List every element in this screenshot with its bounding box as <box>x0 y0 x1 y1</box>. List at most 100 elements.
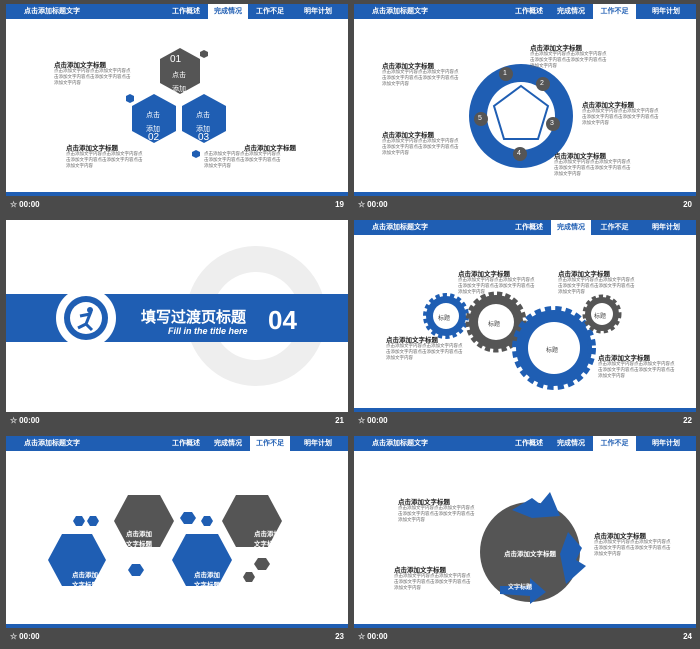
timing-value: 00:00 <box>19 200 40 209</box>
slide-canvas: 点击添加标题文字 工作概述 完成情况 工作不足 明年计划 点击添加文字标题 文字… <box>354 436 696 628</box>
star-icon: ☆ <box>10 416 18 425</box>
tab-shortcomings[interactable]: 工作不足 <box>250 436 290 451</box>
step-number: 3 <box>550 120 554 127</box>
header-title: 点击添加标题文字 <box>372 440 428 447</box>
hexagon-01 <box>160 48 200 94</box>
section-graphic <box>6 246 348 386</box>
slide-number: 22 <box>683 416 692 425</box>
tab-completion[interactable]: 完成情况 <box>214 440 242 447</box>
tab-next-year-plan[interactable]: 明年计划 <box>304 440 332 447</box>
section-number: 04 <box>268 305 297 335</box>
tab-completion[interactable]: 完成情况 <box>557 440 585 447</box>
tab-overview[interactable]: 工作概述 <box>515 8 543 15</box>
text-body: 点击添加文字内容点击添加文字内容点击添加文字内容点击添加文字内容点击添加文字内容 <box>530 51 607 68</box>
hex-03-number: 03 <box>198 132 210 143</box>
tab-shortcomings[interactable]: 工作不足 <box>593 436 636 451</box>
hexagon-02 <box>132 94 176 143</box>
hex-01-number: 01 <box>170 54 182 65</box>
slide-canvas: 点击添加标题文字 工作概述 完成情况 工作不足 明年计划 01 点击 添加 点击… <box>6 4 348 196</box>
text-body: 点击添加文字内容点击添加文字内容点击添加文字内容点击添加文字内容点击添加文字内容 <box>386 343 463 360</box>
hex-02-number: 02 <box>148 132 160 143</box>
text-body: 点击添加文字内容点击添加文字内容点击添加文字内容点击添加文字内容点击添加文字内容 <box>558 277 635 294</box>
slide-canvas: 填写过渡页标题 Fill in the title here 04 <box>6 220 348 412</box>
slide-timing: ☆00:00 <box>10 416 40 425</box>
tab-overview[interactable]: 工作概述 <box>172 440 200 447</box>
header-title: 点击添加标题文字 <box>24 440 80 447</box>
tab-shortcomings[interactable]: 工作不足 <box>593 4 636 19</box>
hex-label-line2: 文字标题 <box>194 582 220 589</box>
hex-01-add: 添加 <box>172 86 186 93</box>
text-title: 点击添加文字标题 <box>244 145 296 152</box>
text-body: 点击添加文字内容点击添加文字内容点击添加文字内容点击添加文字内容点击添加文字内容 <box>594 539 671 556</box>
text-title: 点击添加文字标题 <box>558 271 610 278</box>
step-number: 2 <box>540 80 544 87</box>
tab-next-year-plan[interactable]: 明年计划 <box>304 8 332 15</box>
text-title: 点击添加文字标题 <box>530 45 582 52</box>
hex-label-line1: 点击添加 <box>254 531 280 538</box>
hex-label-line2: 文字标题 <box>254 541 280 548</box>
gear-label: 标题 <box>546 348 559 354</box>
footer-line <box>6 624 348 628</box>
star-icon: ☆ <box>10 632 18 641</box>
tab-next-year-plan[interactable]: 明年计划 <box>652 8 680 15</box>
text-title: 点击添加文字标题 <box>398 499 450 506</box>
step-number: 1 <box>503 70 507 77</box>
text-title: 点击添加文字标题 <box>582 102 634 109</box>
hex-label-line2: 文字标题 <box>126 541 152 548</box>
tab-overview[interactable]: 工作概述 <box>172 8 200 15</box>
header-title: 点击添加标题文字 <box>372 224 428 231</box>
star-icon: ☆ <box>10 200 18 209</box>
hex-02-click: 点击 <box>146 112 160 119</box>
circular-arrows <box>480 492 586 604</box>
tab-overview[interactable]: 工作概述 <box>515 224 543 231</box>
text-body: 点击添加文字内容点击添加文字内容点击添加文字内容点击添加文字内容点击添加文字内容 <box>204 151 281 168</box>
tab-shortcomings[interactable]: 工作不足 <box>600 224 629 231</box>
header-title: 点击添加标题文字 <box>24 8 80 15</box>
cycle-diagram <box>469 64 573 168</box>
hex-label-line2: 文字标题 <box>72 582 98 589</box>
hex-01-click: 点击 <box>172 72 186 79</box>
text-title: 点击添加文字标题 <box>394 567 446 574</box>
slide-timing: ☆00:00 <box>10 200 40 209</box>
slide-number: 23 <box>335 632 344 641</box>
section-title: 填写过渡页标题 <box>141 309 247 326</box>
slide-number: 24 <box>683 632 692 641</box>
hex-label-line1: 点击添加 <box>72 572 98 579</box>
tab-overview[interactable]: 工作概述 <box>515 440 543 447</box>
hex-02-add: 添加 <box>146 126 160 133</box>
tab-shortcomings[interactable]: 工作不足 <box>256 8 284 15</box>
text-body: 点击添加文字内容点击添加文字内容点击添加文字内容点击添加文字内容点击添加文字内容 <box>382 69 459 86</box>
slide-header: 点击添加标题文字 工作概述 完成情况 工作不足 明年计划 <box>354 220 696 235</box>
star-icon: ☆ <box>358 200 366 209</box>
tab-completion[interactable]: 完成情况 <box>557 8 585 15</box>
arrow-text: 文字标题 <box>508 585 533 591</box>
thumbnail-bar: ☆00:00 21 <box>6 413 348 432</box>
tab-completion[interactable]: 完成情况 <box>551 220 591 235</box>
tab-completion[interactable]: 完成情况 <box>208 4 248 19</box>
header-title: 点击添加标题文字 <box>372 8 428 15</box>
slide-timing: ☆00:00 <box>358 632 388 641</box>
timing-value: 00:00 <box>367 632 388 641</box>
timing-value: 00:00 <box>19 416 40 425</box>
gear-label: 标题 <box>438 316 451 322</box>
gear-label: 标题 <box>594 314 607 320</box>
slide-header: 点击添加标题文字 工作概述 完成情况 工作不足 明年计划 <box>6 436 348 451</box>
hexagon-diagram <box>126 48 226 158</box>
timing-value: 00:00 <box>367 416 388 425</box>
text-body: 点击添加文字内容点击添加文字内容点击添加文字内容点击添加文字内容点击添加文字内容 <box>382 138 459 155</box>
step-number: 4 <box>517 150 521 157</box>
text-body: 点击添加文字内容点击添加文字内容点击添加文字内容点击添加文字内容点击添加文字内容 <box>54 68 131 85</box>
hexagon-03 <box>182 94 226 143</box>
text-body: 点击添加文字内容点击添加文字内容点击添加文字内容点击添加文字内容点击添加文字内容 <box>394 573 471 590</box>
text-body: 点击添加文字内容点击添加文字内容点击添加文字内容点击添加文字内容点击添加文字内容 <box>582 108 659 125</box>
slide-header: 点击添加标题文字 工作概述 完成情况 工作不足 明年计划 <box>6 4 348 19</box>
tab-next-year-plan[interactable]: 明年计划 <box>652 224 680 231</box>
slide-canvas: 点击添加标题文字 工作概述 完成情况 工作不足 明年计划 1 2 3 4 5 点… <box>354 4 696 196</box>
footer-line <box>354 408 696 412</box>
gear-diagram <box>423 291 622 390</box>
slide-number: 21 <box>335 416 344 425</box>
tab-next-year-plan[interactable]: 明年计划 <box>652 440 680 447</box>
timing-value: 00:00 <box>19 632 40 641</box>
text-title: 点击添加文字标题 <box>54 62 106 69</box>
step-number: 5 <box>478 115 482 122</box>
